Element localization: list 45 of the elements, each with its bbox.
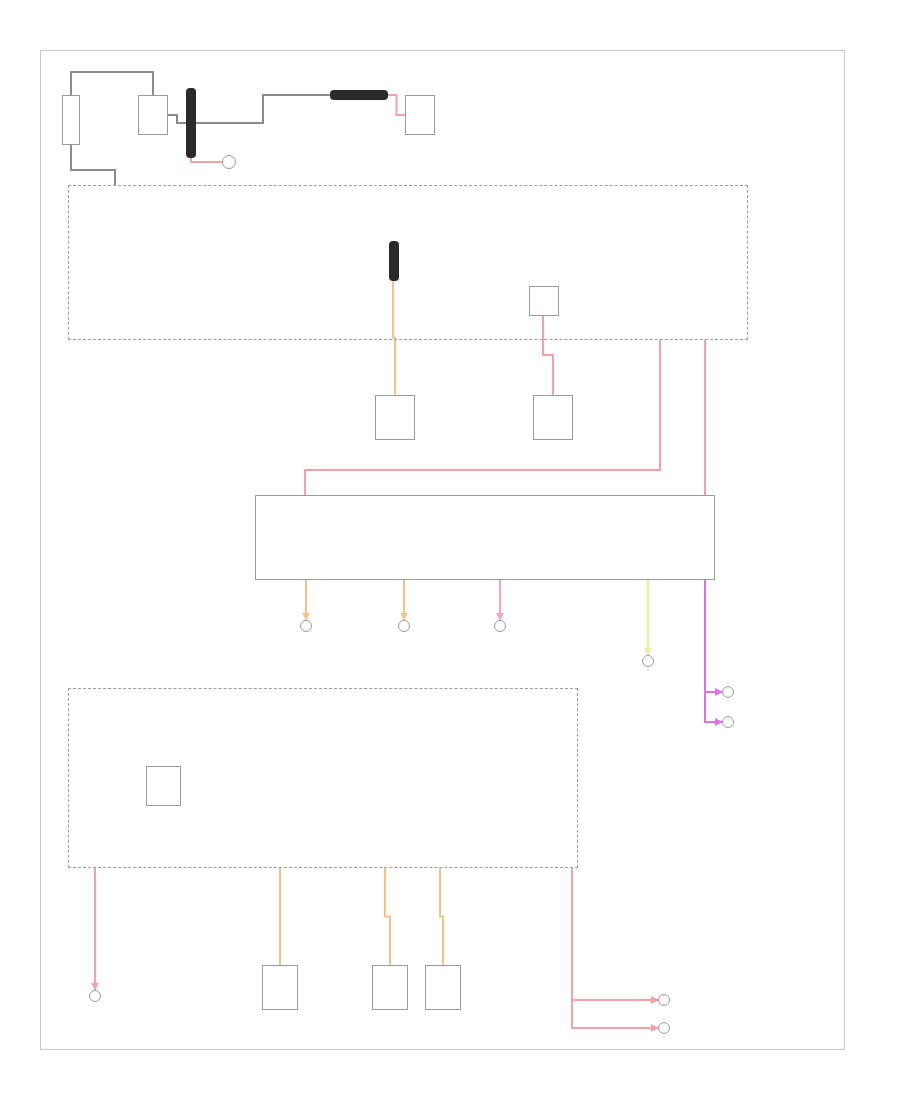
connector-terminal (222, 155, 236, 169)
wire (384, 867, 391, 966)
wire (704, 579, 723, 726)
connector-terminal (658, 994, 670, 1006)
wire (302, 579, 310, 621)
wire (167, 114, 187, 124)
wire (392, 279, 396, 396)
wire (279, 867, 281, 966)
fusible-link (330, 90, 388, 100)
wire (439, 867, 444, 966)
component-box (405, 95, 435, 135)
component-box (529, 286, 559, 316)
component-box (255, 495, 715, 580)
wire (91, 867, 99, 991)
wire (542, 314, 554, 396)
component-box (533, 395, 573, 440)
connector-terminal (722, 716, 734, 728)
wire (70, 144, 116, 186)
component-box (138, 95, 168, 135)
connector-terminal (722, 686, 734, 698)
wire (387, 94, 406, 116)
wire (195, 94, 331, 124)
component-box (425, 965, 461, 1010)
wire (400, 579, 408, 621)
component-box (62, 95, 80, 145)
connector-terminal (300, 620, 312, 632)
wire (70, 71, 154, 96)
fuse-relay-center-outline (68, 185, 748, 340)
wire (571, 867, 659, 1032)
wire (496, 579, 504, 621)
connector-terminal (494, 620, 506, 632)
component-box (146, 766, 181, 806)
connector-terminal (642, 655, 654, 667)
wire (704, 339, 706, 496)
component-box (262, 965, 298, 1010)
wire (644, 579, 652, 656)
fusible-link (389, 241, 399, 281)
wire (304, 339, 661, 496)
fuse-relay-center-outline (68, 688, 578, 868)
component-box (375, 395, 415, 440)
connector-terminal (398, 620, 410, 632)
fusible-link (186, 88, 196, 158)
connector-terminal (89, 990, 101, 1002)
connector-terminal (658, 1022, 670, 1034)
component-box (372, 965, 408, 1010)
